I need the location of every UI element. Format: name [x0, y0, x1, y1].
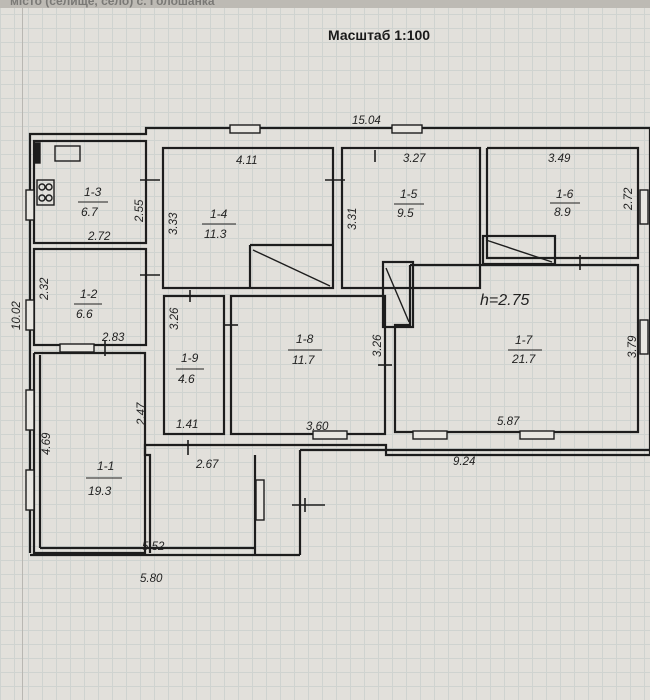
- room-id-1-1: 1-1: [97, 459, 114, 473]
- window: [639, 319, 649, 355]
- dim-total-width: 15.04: [352, 115, 381, 127]
- window: [229, 124, 261, 134]
- burner-icon: [38, 183, 46, 191]
- dim-2-83: 2.83: [101, 332, 125, 344]
- window: [412, 430, 448, 440]
- burner-icon: [38, 194, 46, 202]
- header-partial-text: місто (селище, село) с. Голошанка: [10, 0, 215, 8]
- room-area-1-9: 4.6: [178, 372, 195, 386]
- dim-2-72-v: 2.72: [623, 187, 635, 211]
- window: [391, 124, 423, 134]
- dim-total-height: 10.02: [11, 301, 23, 330]
- dim-5-80: 5.80: [140, 573, 163, 585]
- dim-3-27: 3.27: [403, 153, 426, 165]
- room-area-1-7: 21.7: [511, 352, 537, 366]
- dim-3-49: 3.49: [548, 153, 571, 165]
- dim-2-67: 2.67: [195, 459, 219, 471]
- window: [639, 189, 649, 225]
- room-area-1-1: 19.3: [88, 484, 112, 498]
- window: [519, 430, 555, 440]
- kitchen-fixtures: [34, 142, 81, 206]
- room-area-1-4: 11.3: [204, 227, 227, 241]
- dimension-labels: 15.04 10.02 4.11 3.27 3.49 2.72 2.55 3.3…: [11, 115, 639, 585]
- dim-4-69: 4.69: [41, 432, 53, 455]
- stair-1-4-diag: [252, 249, 331, 287]
- room-id-1-8: 1-8: [296, 332, 314, 346]
- dim-2-32: 2.32: [39, 277, 51, 301]
- dim-1-41: 1.41: [176, 419, 198, 431]
- window: [312, 430, 348, 440]
- room-id-1-7: 1-7: [515, 333, 534, 347]
- room-area-1-3: 6.7: [81, 205, 99, 219]
- header-band: [0, 0, 650, 8]
- room-id-1-9: 1-9: [181, 351, 199, 365]
- room-id-1-4: 1-4: [210, 207, 228, 221]
- burner-icon: [45, 194, 53, 202]
- room-id-1-6: 1-6: [556, 187, 574, 201]
- window: [25, 389, 35, 431]
- stove-icon: [36, 179, 55, 206]
- door-marks: [104, 150, 581, 512]
- burner-icon: [45, 183, 53, 191]
- room-outline-1-7: [393, 263, 640, 434]
- room-outline-1-9: [162, 294, 226, 436]
- margin-line: [22, 0, 23, 700]
- dim-3-60: 3.60: [306, 421, 329, 433]
- dim-5-87: 5.87: [497, 416, 520, 428]
- room-area-1-6: 8.9: [554, 205, 571, 219]
- window: [59, 343, 95, 353]
- dim-2-55: 2.55: [134, 199, 146, 223]
- stair-1-7-diag: [385, 267, 410, 323]
- window: [25, 299, 35, 331]
- room-outline-1-6: [485, 146, 640, 260]
- stair-1-7: [381, 260, 415, 329]
- room-area-1-2: 6.6: [76, 307, 93, 321]
- walls: [28, 126, 650, 557]
- room-id-1-2: 1-2: [80, 287, 98, 301]
- dim-3-33: 3.33: [168, 212, 180, 235]
- room-outline-1-4: [161, 146, 335, 290]
- window: [255, 479, 265, 521]
- dim-3-31: 3.31: [347, 208, 359, 230]
- scale-title: Масштаб 1:100: [328, 27, 431, 43]
- dim-3-26-a: 3.26: [169, 307, 181, 330]
- dim-5-52: 5.52: [142, 541, 165, 553]
- window: [25, 469, 35, 511]
- step-1-6-diag: [485, 239, 553, 263]
- windows: [25, 124, 649, 521]
- sink-icon: [54, 145, 81, 162]
- room-area-1-8: 11.7: [292, 353, 316, 367]
- dim-4-11: 4.11: [236, 155, 258, 167]
- room-id-1-5: 1-5: [400, 187, 418, 201]
- dim-2-47: 2.47: [136, 402, 148, 426]
- dim-3-79: 3.79: [627, 335, 639, 358]
- window: [25, 189, 35, 221]
- ceiling-height: h=2.75: [480, 292, 529, 309]
- room-area-1-5: 9.5: [397, 206, 414, 220]
- dim-2-72-h: 2.72: [87, 231, 111, 243]
- room-id-1-3: 1-3: [84, 185, 102, 199]
- chimney-icon: [34, 142, 41, 164]
- room-labels: 1-1 19.3 1-2 6.6 1-3 6.7 1-4 11.3 1-5 9.…: [74, 185, 580, 498]
- dim-3-26-b: 3.26: [372, 334, 384, 357]
- dim-9-24: 9.24: [453, 456, 475, 468]
